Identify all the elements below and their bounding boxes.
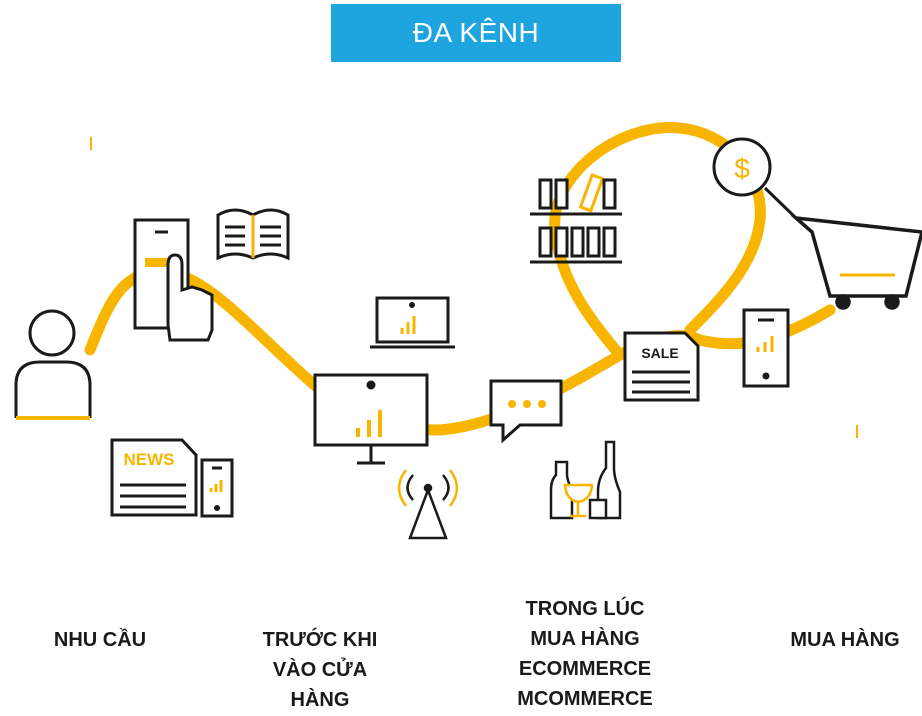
channel-title-badge: ĐA KÊNH [331, 4, 621, 62]
price-search-icon [712, 137, 800, 222]
desktop-monitor-icon [313, 373, 429, 465]
stage-line: MUA HÀNG [790, 629, 900, 651]
stage-line: TRONG LÚC [525, 598, 645, 620]
newspaper-icon [110, 438, 198, 517]
sale-flyer-icon [623, 331, 700, 402]
stage-line: TRƯỚC KHI [262, 629, 378, 651]
shopping-cart-icon [790, 215, 922, 310]
chat-bubble-icon [489, 379, 563, 444]
stage-line: NHU CẦU [53, 629, 147, 651]
broadcast-antenna-icon [397, 469, 459, 540]
mobile-phone-icon [742, 308, 790, 388]
dollar-sign: $ [734, 153, 750, 184]
news-label: NEWS [124, 450, 175, 469]
sale-label: SALE [641, 345, 678, 361]
journey-loop-path [549, 122, 766, 361]
stage-line: HÀNG [290, 689, 350, 711]
person-icon [14, 309, 92, 420]
small-phone-icon [200, 458, 234, 518]
stage-label-before-store: TRƯỚC KHI VÀO CỬA HÀNG [245, 625, 395, 715]
stage-label-during-shopping: TRONG LÚC MUA HÀNG ECOMMERCE MCOMMERCE [500, 594, 670, 714]
stage-line: MCOMMERCE [517, 688, 653, 710]
stage-line: MUA HÀNG [530, 628, 640, 650]
laptop-icon [370, 296, 455, 349]
stage-label-purchase: MUA HÀNG [770, 625, 920, 655]
channel-title: ĐA KÊNH [412, 17, 540, 48]
stage-line: ECOMMERCE [518, 658, 652, 680]
phone-touch-icon [133, 218, 214, 342]
stage-label-need: NHU CẦU [25, 625, 175, 655]
stage-line: VÀO CỬA [272, 659, 368, 681]
bottles-glasses-icon [549, 440, 622, 520]
shelf-icon [530, 173, 622, 264]
book-icon [216, 208, 290, 261]
